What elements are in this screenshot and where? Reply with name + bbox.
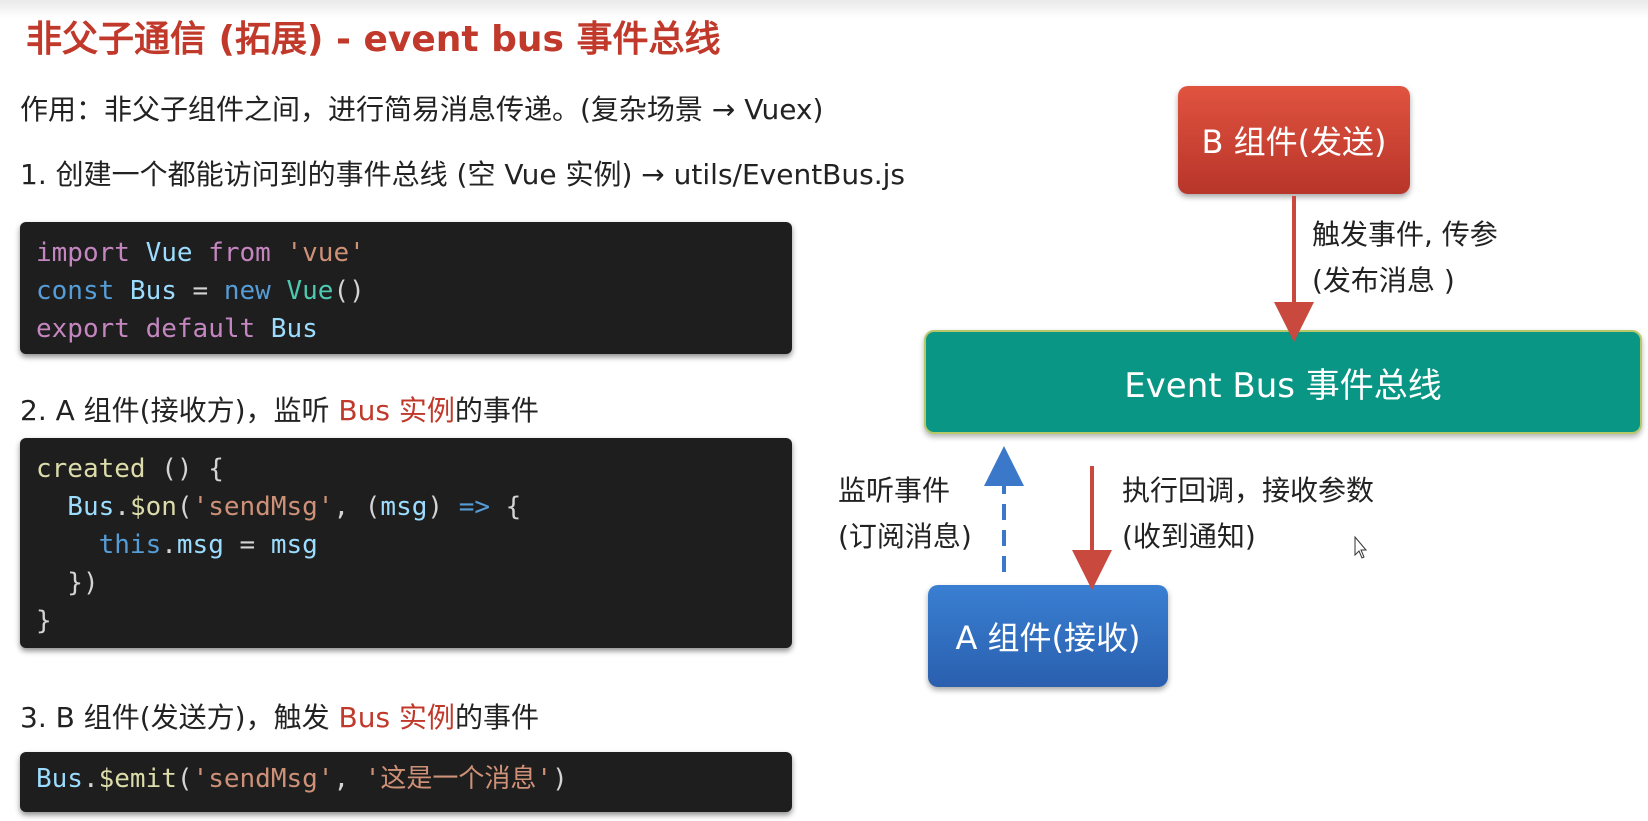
code-token: = (223, 530, 271, 560)
code-token: Bus (36, 764, 83, 794)
code-token: Bus (114, 276, 177, 306)
code-line: } (36, 602, 776, 640)
code-line: Bus.$on('sendMsg', (msg) => { (36, 488, 776, 526)
code-token: Vue (129, 238, 209, 268)
code-token: const (36, 276, 115, 306)
a-component-box: A 组件(接收) (928, 585, 1168, 687)
code-token: Vue (270, 276, 334, 306)
top-bar (0, 0, 1648, 18)
code-token: Bus (36, 492, 115, 522)
code-token: ( (176, 764, 193, 794)
code-block-eventbus: import Vue from 'vue'const Bus = new Vue… (20, 222, 792, 354)
code-token: ) (427, 492, 459, 522)
code-token: 'vue' (270, 238, 365, 268)
event-bus-box: Event Bus 事件总线 (924, 330, 1642, 434)
listen-note-line-2: (订阅消息) (838, 520, 972, 553)
code-line: this.msg = msg (36, 526, 776, 564)
code-token: 'sendMsg' (192, 764, 334, 794)
code-token: created (36, 454, 146, 484)
listen-note: 监听事件 (订阅消息) (838, 468, 972, 560)
code-token: import (36, 238, 130, 268)
code-line: created () { (36, 450, 776, 488)
code-token: new (223, 276, 271, 306)
trigger-note: 触发事件, 传参 (发布消息 ) (1312, 212, 1498, 304)
trigger-note-line-2: (发布消息 ) (1312, 264, 1455, 297)
step-2-suffix: 的事件 (454, 394, 539, 427)
step-3-prefix: 3. B 组件(发送方)，触发 (20, 701, 339, 734)
code-line: export default Bus (36, 310, 776, 348)
intro-text: 作用：非父子组件之间，进行简易消息传递。(复杂场景 → Vuex) (20, 93, 824, 126)
step-3-text: 3. B 组件(发送方)，触发 Bus 实例的事件 (20, 696, 539, 736)
code-token: ) (552, 764, 568, 794)
callback-note: 执行回调，接收参数 (收到通知) (1122, 468, 1374, 560)
code-token: , (333, 764, 365, 794)
code-token: 'sendMsg' (192, 492, 334, 522)
listen-note-line-1: 监听事件 (838, 474, 951, 507)
code-token: msg (270, 530, 318, 560)
code-line: const Bus = new Vue() (36, 272, 776, 310)
code-token: }) (36, 568, 99, 598)
code-block-emit: Bus.$emit('sendMsg', '这是一个消息') (20, 752, 792, 812)
step-3-suffix: 的事件 (454, 701, 539, 734)
step-2-highlight: Bus 实例 (338, 394, 455, 427)
code-token: () { (145, 454, 224, 484)
callback-note-line-2: (收到通知) (1122, 520, 1256, 553)
code-token: => (458, 492, 491, 522)
code-token: export (36, 314, 130, 344)
code-token: msg (380, 492, 428, 522)
code-line: import Vue from 'vue' (36, 234, 776, 272)
code-token: { (490, 492, 522, 522)
code-token: '这是一个消息' (364, 764, 553, 794)
code-token: Bus (255, 314, 318, 344)
code-line: Bus.$emit('sendMsg', '这是一个消息') (36, 760, 776, 798)
code-token: , ( (333, 492, 381, 522)
code-token: this (36, 530, 162, 560)
code-token: = (176, 276, 224, 306)
code-token: . (161, 530, 177, 560)
b-component-box: B 组件(发送) (1178, 86, 1410, 194)
step-2-text: 2. A 组件(接收方)，监听 Bus 实例的事件 (20, 389, 539, 429)
code-token: . (82, 764, 99, 794)
page-title: 非父子通信 (拓展) - event bus 事件总线 (26, 19, 721, 60)
code-block-listen: created () { Bus.$on('sendMsg', (msg) =>… (20, 438, 792, 648)
code-token: default (129, 314, 256, 344)
code-token: from (208, 238, 271, 268)
step-1-text: 1. 创建一个都能访问到的事件总线 (空 Vue 实例) → utils/Eve… (20, 158, 905, 191)
step-3-highlight: Bus 实例 (338, 701, 455, 734)
step-2-prefix: 2. A 组件(接收方)，监听 (20, 394, 339, 427)
code-token: $emit (98, 764, 177, 794)
code-line: }) (36, 564, 776, 602)
code-token: . (114, 492, 130, 522)
code-token: msg (176, 530, 224, 560)
code-token: ( (176, 492, 193, 522)
code-token: $on (129, 492, 177, 522)
callback-note-line-1: 执行回调，接收参数 (1122, 474, 1375, 507)
trigger-note-line-1: 触发事件, 传参 (1312, 218, 1498, 251)
code-token: () (333, 276, 365, 306)
code-token: } (36, 606, 52, 636)
